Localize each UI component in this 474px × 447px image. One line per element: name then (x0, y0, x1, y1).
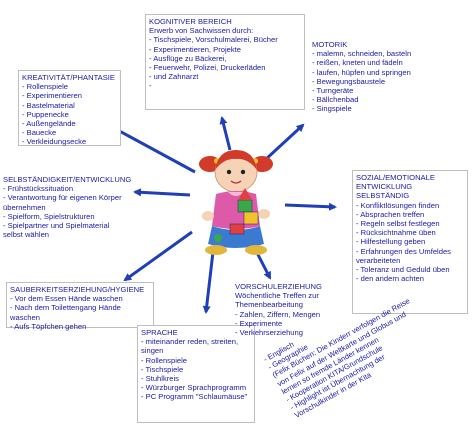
list-item: Bastelmaterial (22, 101, 117, 110)
list-item: Ausflüge zu Bäckerei, (149, 54, 301, 63)
arrow-to-sozial (284, 202, 337, 211)
list-item: Aufs Töpfchen gehen (10, 322, 150, 331)
kreativitaet-title: KREATIVITÄT/PHANTASIE (22, 73, 115, 82)
list-item: Bewegungsbaustele (312, 77, 418, 86)
list-item: Bauecke (22, 128, 117, 137)
vorschule-subtitle-line-1: Wöchentliche Treffen zur (235, 291, 319, 301)
list-item: Außengelände (22, 119, 117, 128)
arrow-to-kreativitaet (110, 125, 196, 174)
arrow-to-sauberkeit (123, 230, 193, 282)
toy-block-green (237, 199, 253, 213)
box-sauberkeit-hygiene: SAUBERKEITSERZIEHUNG/HYGIENE Vor dem Ess… (6, 282, 154, 331)
sozial-title-line-3: SELBSTÄNDIG (356, 191, 410, 201)
toy-block-red (229, 223, 245, 235)
hair (215, 150, 257, 170)
list-item: Toleranz und Geduld üben (356, 265, 464, 274)
box-vorschulerziehung: VORSCHULERZIEHUNG Wöchentliche Treffen z… (232, 280, 346, 360)
sozial-title-line-2: ENTWICKLUNG (356, 182, 413, 192)
list-item: und Zahnarzt (149, 72, 301, 81)
list-item: Spielform, Spielstrukturen (3, 212, 125, 221)
kognitiver-subtitle: Erwerb von Sachwissen durch: (149, 26, 254, 36)
list-item: Experimentieren (22, 91, 117, 100)
list-item: Tischspiele, Vorschulmalerei, Bücher (149, 35, 301, 44)
box-kognitiver-bereich: KOGNITIVER BEREICH Erwerb von Sachwissen… (145, 14, 305, 110)
list-item: Rollenspiele (22, 82, 117, 91)
list-item: Singspiele (312, 104, 418, 113)
list-item: Verkleidungsecke (22, 137, 117, 146)
list-item: Turngeräte (312, 86, 418, 95)
list-item: reißen, kneten und fädeln (312, 58, 418, 67)
list-item: miteinander reden, streiten, singen (141, 337, 251, 355)
sprache-title: SPRACHE (141, 328, 178, 337)
list-item (149, 81, 301, 90)
box-sprache: SPRACHE miteinander reden, streiten, sin… (137, 325, 255, 423)
list-item: Spielpartner und Spielmaterial selbst wä… (3, 221, 125, 239)
list-item: malemn, schneiden, basteln (312, 49, 418, 58)
list-item: PC Programm "Schlaumäuse" (141, 392, 251, 401)
list-item: Hilfestellung geben (356, 237, 464, 246)
vorschule-subtitle-line-2: Themenbearbeitung (235, 300, 303, 310)
list-item: laufen, hüpfen und springen (312, 68, 418, 77)
box-motorik: MOTORIK malemn, schneiden, basteln reiße… (309, 38, 421, 118)
list-item: Bällchenbad (312, 95, 418, 104)
list-item: Verkehrserziehung (235, 328, 343, 337)
kognitiver-title: KOGNITIVER BEREICH (149, 17, 232, 26)
list-item: Zahlen, Ziffern, Mengen (235, 310, 343, 319)
list-item: Nach dem Toilettengang Hände waschen (10, 303, 150, 321)
sauberkeit-title: SAUBERKEITSERZIEHUNG/HYGIENE (10, 285, 145, 294)
motorik-title: MOTORIK (312, 40, 348, 49)
arrow-to-kognitiv (219, 116, 232, 151)
list-item: Rollenspiele (141, 356, 251, 365)
box-kreativitaet: KREATIVITÄT/PHANTASIE Rollenspiele Exper… (18, 70, 121, 146)
list-item: Feuerwehr, Polizei, Druckerläden (149, 63, 301, 72)
list-item: Puppenecke (22, 110, 117, 119)
child-illustration (199, 150, 273, 255)
list-item: Frühstückssituation (3, 184, 125, 193)
arrow-to-selbststaendigkeit (133, 188, 191, 197)
vorschule-title: VORSCHULERZIEHUNG (235, 282, 322, 291)
list-item: Erfahrungen des Umfeldes verarbeiteten (356, 247, 464, 265)
list-item: Regeln selbst festlegen (356, 219, 464, 228)
arrow-to-motorik (263, 123, 305, 162)
list-item: Verantwortung für eigenen Körper überneh… (3, 193, 125, 211)
selbststaendigkeit-title: SELBSTÄNDIGKEIT/ENTWICKLUNG (3, 175, 132, 184)
list-item: Rücksichtnahme üben (356, 228, 464, 237)
list-item: Stuhlkreis (141, 374, 251, 383)
arrow-to-sprache (202, 251, 215, 314)
toy-block-yellow (243, 211, 259, 225)
list-item: Experimentieren, Projekte (149, 45, 301, 54)
list-item: Experimente (235, 319, 343, 328)
pants (208, 226, 264, 248)
toy-block-roof (238, 188, 252, 200)
list-item: den andern achten (356, 274, 464, 283)
list-item: Würzburger Sprachprogramm (141, 383, 251, 392)
sozial-title-line-1: SOZIAL/EMOTIONALE (356, 173, 435, 182)
list-item: Vor dem Essen Hände waschen (10, 294, 150, 303)
list-item: Tischspiele (141, 365, 251, 374)
list-item: Absprachen treffen (356, 210, 464, 219)
list-item: Konfliktlösungen finden (356, 201, 464, 210)
box-selbststaendigkeit: SELBSTÄNDIGKEIT/ENTWICKLUNG Frühstückssi… (0, 173, 132, 241)
